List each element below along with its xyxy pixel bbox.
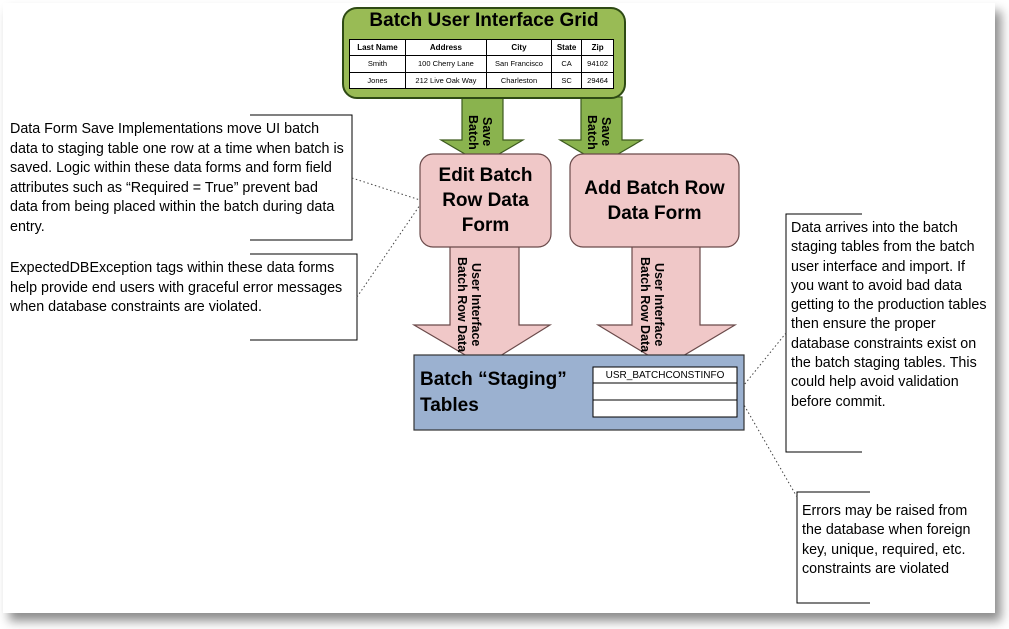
staging-tables-label: Batch “Staging” Tables bbox=[420, 369, 567, 416]
edit-batch-form-label: Edit Batch Row Data Form bbox=[438, 165, 533, 236]
add-batch-form-label: Add Batch Row Data Form bbox=[584, 178, 725, 224]
grid-header-cell: Address bbox=[404, 38, 487, 57]
grid-title: Batch User Interface Grid bbox=[369, 10, 599, 31]
grid-cell: 29464 bbox=[581, 71, 614, 90]
callout-leaders bbox=[351, 177, 798, 498]
table-row: Jones 212 Live Oak Way Charleston SC 294… bbox=[349, 71, 614, 90]
ui-data-label-right: User Interface Batch Row Data bbox=[638, 257, 666, 353]
callout-expected-exception: ExpectedDBException tags within these da… bbox=[10, 260, 343, 315]
grid-cell: Smith bbox=[349, 55, 406, 73]
grid-cell: 212 Live Oak Way bbox=[404, 71, 487, 90]
grid-header-cell: Last Name bbox=[349, 38, 406, 57]
callout-data-arrives: Data arrives into the batch staging tabl… bbox=[791, 220, 987, 410]
grid-cell: 100 Cherry Lane bbox=[404, 55, 487, 73]
grid-cell: Charleston bbox=[485, 71, 553, 90]
batch-grid-table: Last Name Address City State Zip Smith 1… bbox=[349, 38, 614, 90]
save-batch-label-right: Save Batch bbox=[585, 114, 613, 150]
ui-data-arrow-right bbox=[595, 239, 738, 367]
add-batch-form-box bbox=[569, 153, 740, 248]
ui-data-arrow-left bbox=[411, 239, 553, 367]
callout-save-implementations: Data Form Save Implementations move UI b… bbox=[10, 121, 344, 235]
ui-data-label-left: User Interface Batch Row Data bbox=[455, 257, 483, 353]
edit-batch-form-box bbox=[419, 153, 552, 248]
grid-cell: CA bbox=[551, 55, 583, 73]
grid-header-row: Last Name Address City State Zip bbox=[349, 38, 614, 57]
save-batch-arrow-right bbox=[557, 96, 645, 165]
save-batch-label-left: Save Batch bbox=[466, 114, 494, 150]
callout-errors: Errors may be raised from the database w… bbox=[802, 503, 971, 577]
grid-header-cell: State bbox=[551, 38, 583, 57]
save-batch-arrow-left bbox=[438, 96, 526, 165]
grid-cell: Jones bbox=[349, 71, 406, 90]
grid-cell: San Francisco bbox=[485, 55, 553, 73]
grid-header-cell: Zip bbox=[581, 38, 614, 57]
staging-table-box bbox=[592, 366, 738, 418]
grid-cell: SC bbox=[551, 71, 583, 90]
grid-cell: 94102 bbox=[581, 55, 614, 73]
table-row: Smith 100 Cherry Lane San Francisco CA 9… bbox=[349, 55, 614, 73]
staging-table-name: USR_BATCHCONSTINFO bbox=[605, 370, 725, 381]
grid-header-cell: City bbox=[485, 38, 553, 57]
